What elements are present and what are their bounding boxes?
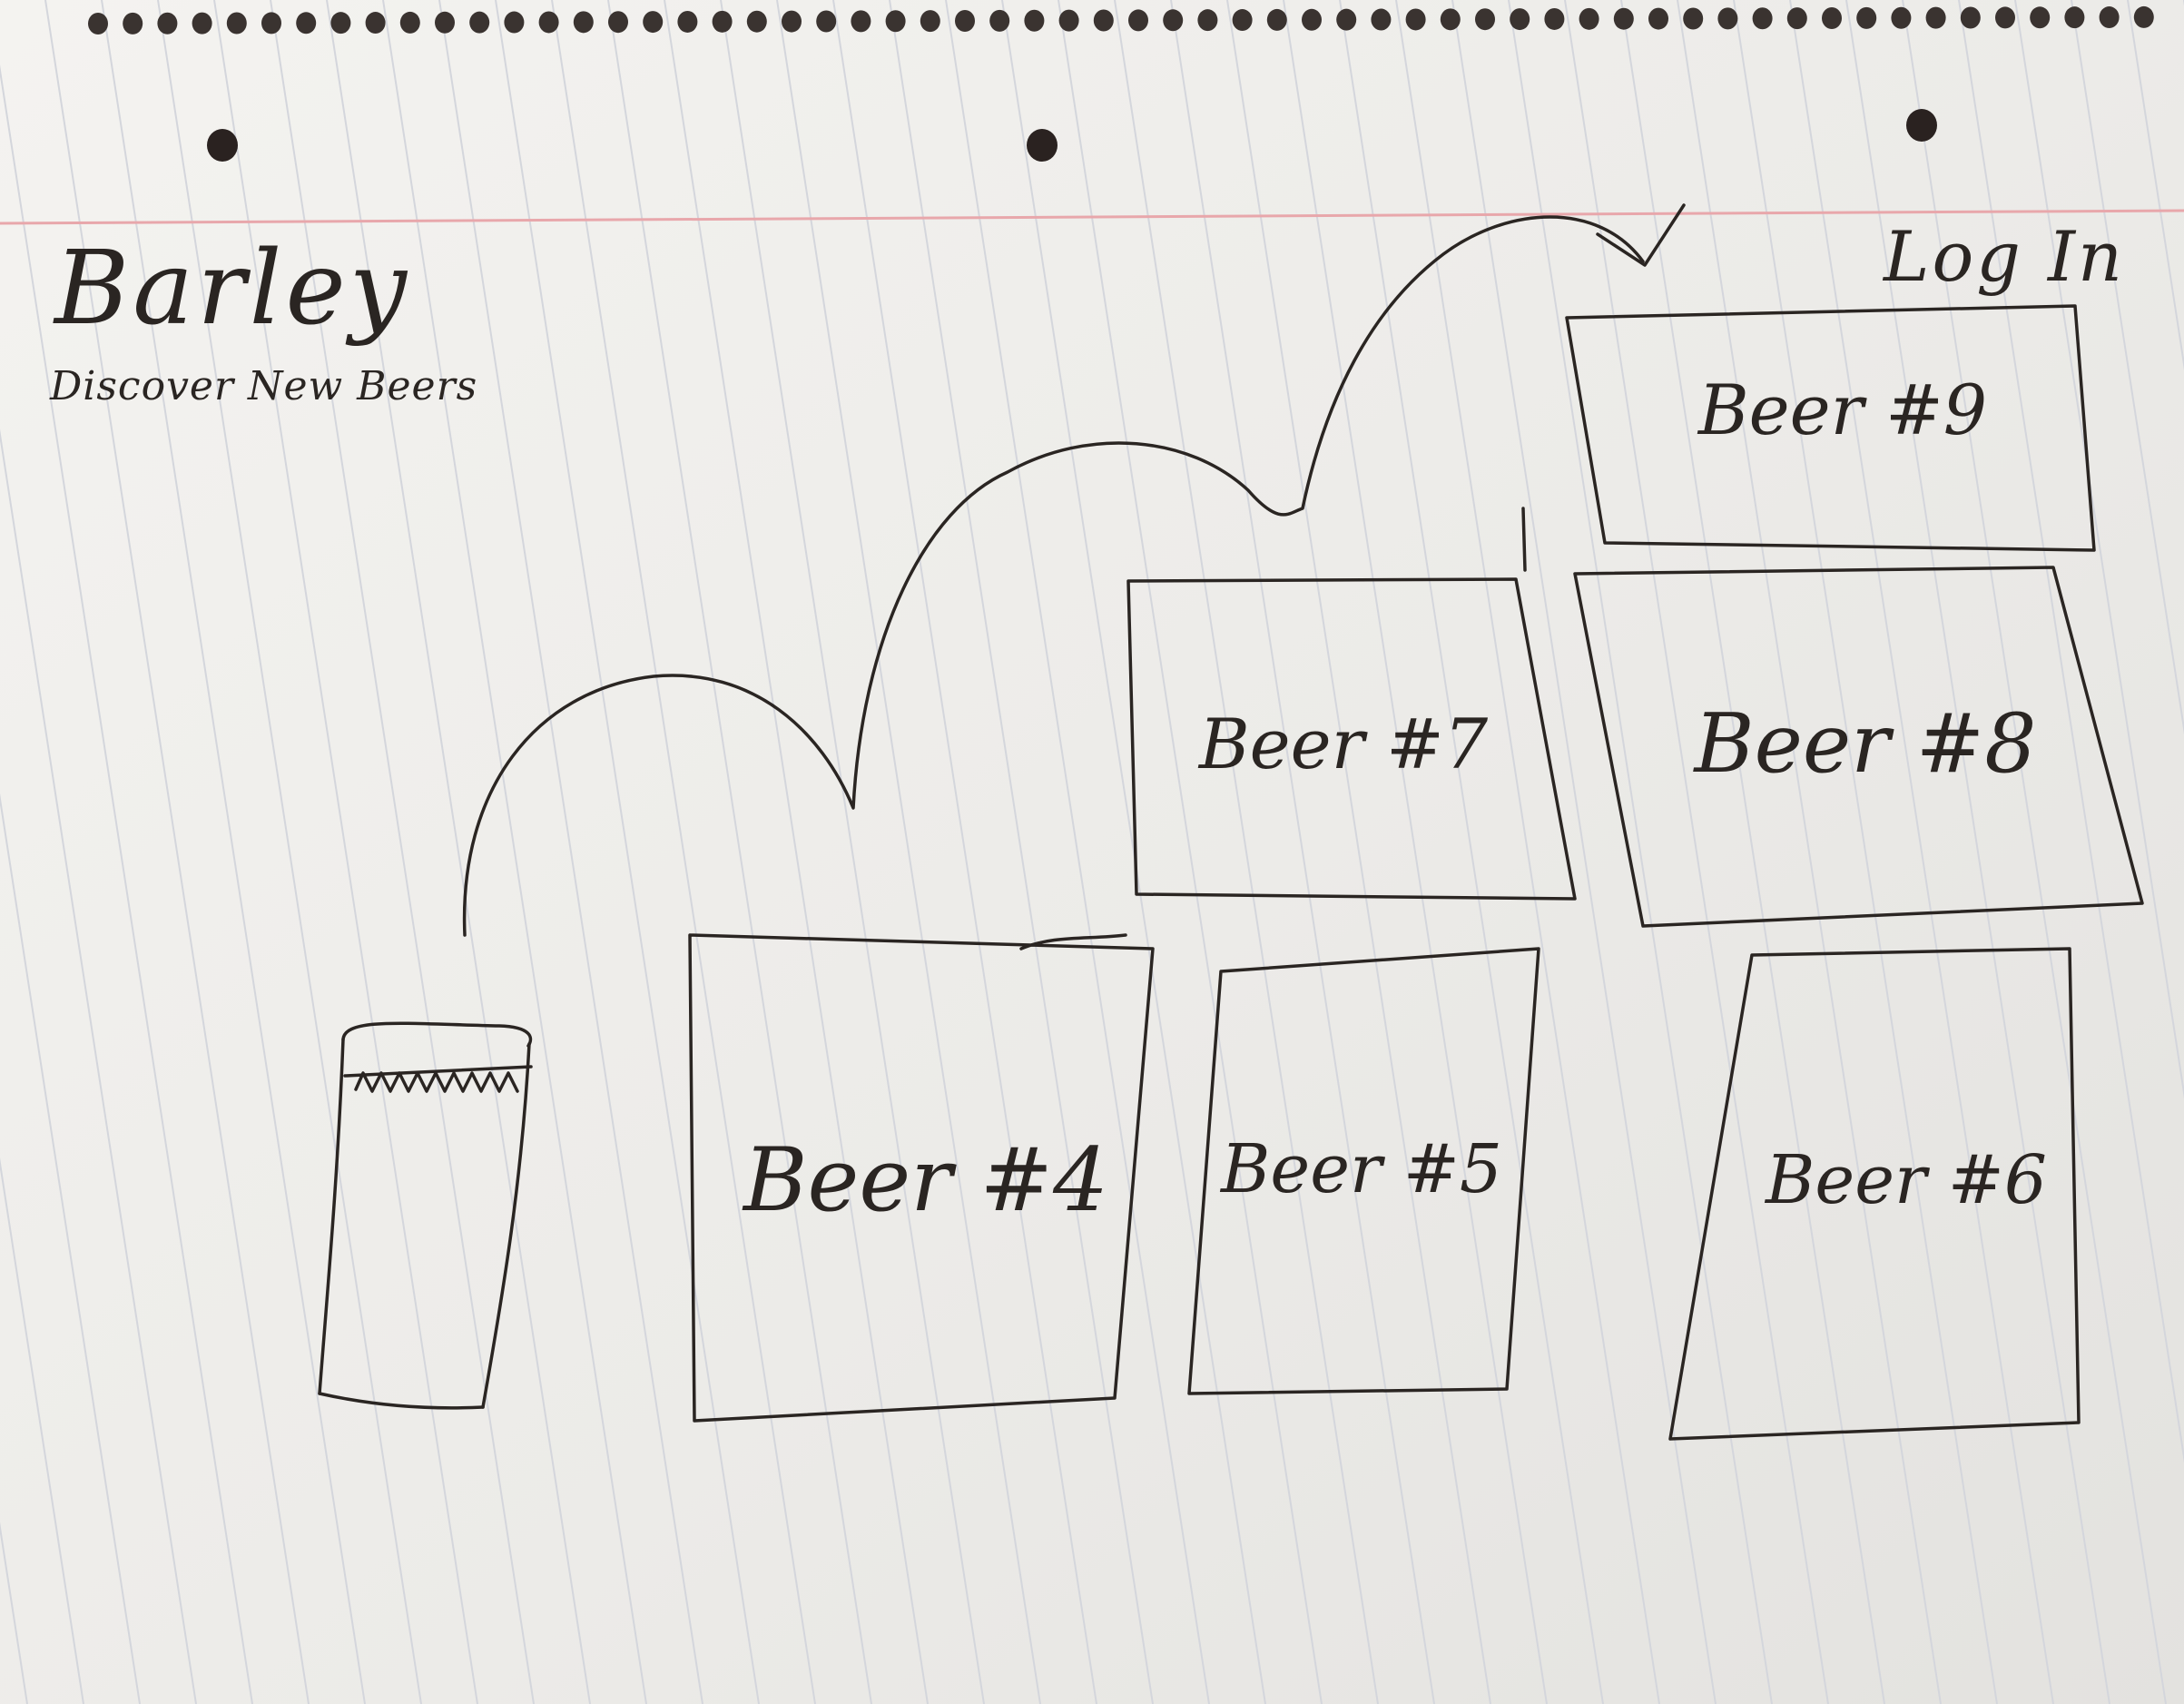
- beer-card-5[interactable]: [1187, 947, 1540, 1395]
- punch-holes: [207, 109, 1937, 162]
- beer-card-8-label: Beer #8: [1694, 696, 2037, 792]
- app-title: Barley: [54, 230, 410, 348]
- beer-glass-icon: [318, 1021, 533, 1410]
- beer-card-9-label: Beer #9: [1697, 369, 1988, 450]
- beer-card-4[interactable]: [688, 933, 1155, 1423]
- login-link[interactable]: Log In: [1884, 216, 2126, 297]
- spiral-binding: [88, 5, 2154, 34]
- beer-card-7-label: Beer #7: [1198, 704, 1489, 784]
- beer-card-4-label: Beer #4: [743, 1129, 1109, 1231]
- beer-card-6-label: Beer #6: [1766, 1141, 2047, 1219]
- app-tagline: Discover New Beers: [50, 363, 478, 409]
- beer-card-6[interactable]: [1668, 947, 2081, 1441]
- beer-card-8[interactable]: [1573, 566, 2144, 928]
- beer-card-7[interactable]: [1126, 507, 1577, 901]
- curved-arrow-path: [462, 215, 1645, 937]
- margin-line: [0, 209, 2184, 225]
- beer-card-9[interactable]: [1565, 304, 2096, 552]
- beer-card-5-label: Beer #5: [1221, 1130, 1502, 1208]
- arrow-head-icon: [1596, 203, 1686, 267]
